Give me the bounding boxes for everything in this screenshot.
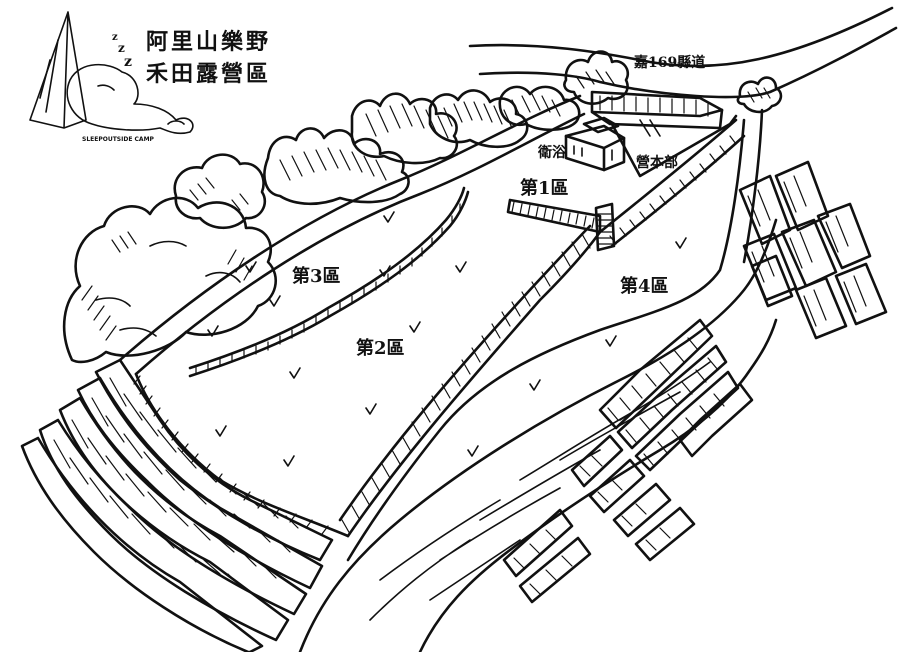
terraced-fields-left bbox=[20, 358, 334, 652]
office-label: 營本部 bbox=[636, 155, 678, 171]
county-road-169 bbox=[468, 6, 898, 99]
zone-4-upper-fence bbox=[598, 118, 746, 248]
office-building bbox=[590, 90, 738, 178]
terraced-fields-far-right bbox=[738, 160, 888, 340]
sleep-mark-z1: z bbox=[112, 32, 118, 43]
map-title-line1: 阿里山樂野 bbox=[146, 29, 272, 55]
zone-2-label: 第2區 bbox=[356, 338, 405, 359]
sleeping-face-icon: z z z bbox=[66, 32, 194, 135]
river-valley bbox=[298, 218, 778, 652]
brand-label: SLEEPOUTSIDE CAMP bbox=[82, 136, 154, 143]
zone-3-label: 第3區 bbox=[292, 266, 341, 287]
sleep-mark-z3: z bbox=[124, 54, 132, 70]
tent-icon bbox=[29, 11, 87, 129]
camp-zone-2-3-boundary bbox=[118, 94, 602, 538]
sleep-mark-z2: z bbox=[118, 41, 125, 55]
map-title-line2: 禾田露營區 bbox=[146, 61, 272, 87]
zone-4-label: 第4區 bbox=[620, 276, 669, 297]
zone-4-boundary bbox=[346, 108, 764, 562]
bathroom-building bbox=[564, 116, 626, 172]
road-label: 嘉169縣道 bbox=[634, 55, 706, 71]
zone-1-area bbox=[506, 198, 616, 252]
bathroom-label: 衛浴 bbox=[538, 145, 566, 161]
zone-2-3-fence bbox=[188, 186, 470, 378]
grass-tuft-icon bbox=[207, 211, 687, 467]
zone-1-label: 第1區 bbox=[520, 178, 569, 199]
tree-icon bbox=[62, 50, 783, 364]
terraced-fields-right bbox=[502, 318, 754, 604]
